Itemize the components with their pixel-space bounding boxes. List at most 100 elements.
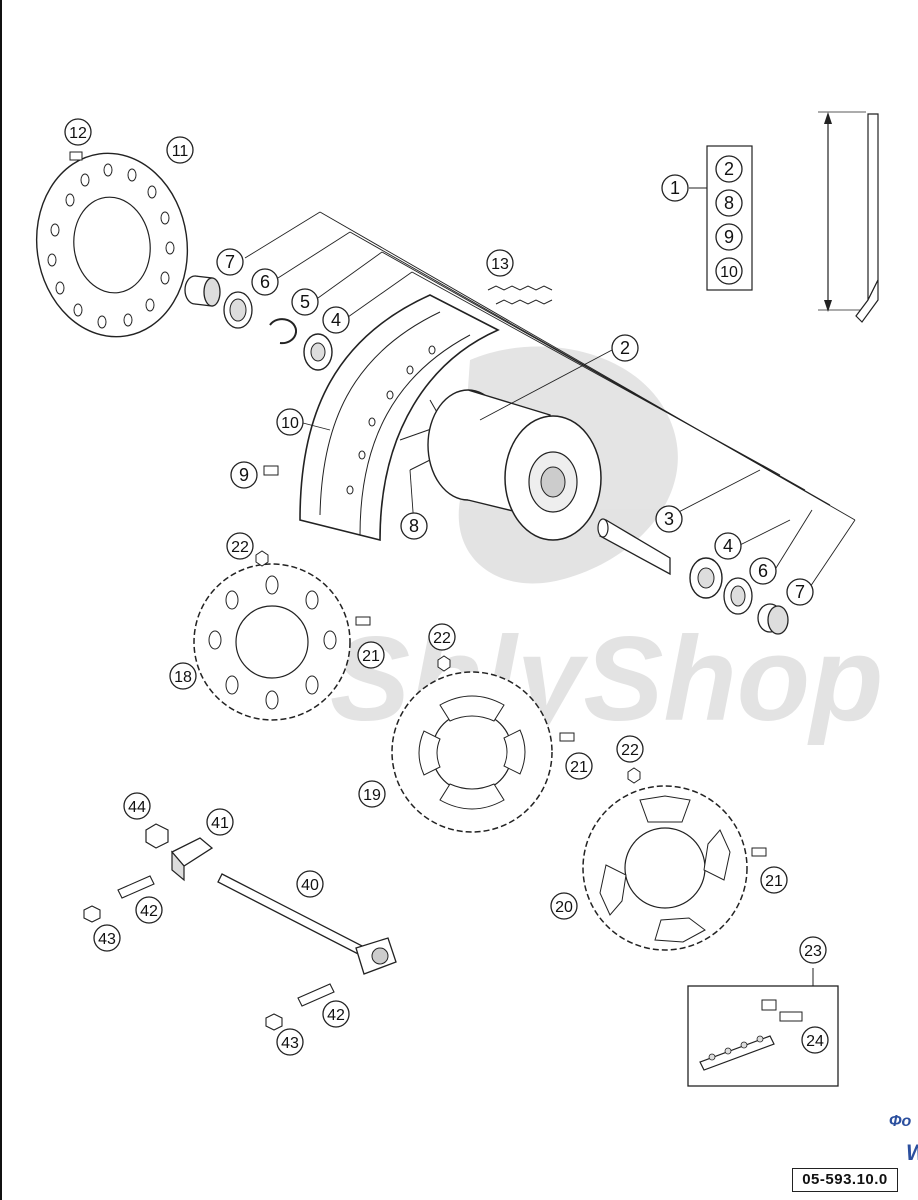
callout-number: 2 [620,338,630,358]
left-seal-ring [223,291,253,329]
assembly-item-9: 9 [715,223,743,251]
assembly-item-number: 2 [724,159,734,179]
callout-number: 22 [621,742,639,759]
callout-c22b: 22 [428,623,456,651]
callout-number: 23 [804,943,822,960]
callout-c43a: 43 [93,924,121,952]
brake-disc [35,152,189,338]
callout-c12: 12 [64,118,92,146]
assembly-group-box: 2 8 9 10 [689,145,753,291]
spoke-dimension [818,111,879,323]
callout-number: 7 [225,252,235,272]
callout-number: 18 [174,669,192,686]
callout-c19: 19 [358,780,386,808]
callout-number: 5 [300,292,310,312]
callout-c23: 23 [799,936,827,964]
callout-c7b: 7 [786,578,814,606]
callout-c22a: 22 [226,532,254,560]
leader-lines [244,211,856,591]
callout-c42b: 42 [322,1000,350,1028]
callout-number: 21 [765,873,783,890]
wheel-rim-section [299,294,500,542]
callout-number: 13 [491,256,509,273]
corner-text-line2: W [906,1140,918,1166]
callout-c13: 13 [486,249,514,277]
assembly-item-10: 10 [715,257,743,285]
callout-number: 40 [301,877,319,894]
callout-number: 21 [570,759,588,776]
callout-number: 41 [211,815,229,832]
disc-bolt [69,151,83,161]
callout-c1: 1 [661,174,689,202]
callout-number: 4 [723,536,733,556]
callout-c20: 20 [550,892,578,920]
callout-c4a: 4 [322,306,350,334]
sprocket-bolts [255,550,767,857]
callout-c8: 8 [400,512,428,540]
corner-text-line1: Фо [889,1113,912,1130]
lock-nut-lower [265,1013,283,1031]
lock-nut-upper [83,905,101,923]
callout-number: 43 [281,1035,299,1052]
callout-c24: 24 [801,1026,829,1054]
left-bearing [303,333,333,371]
callout-c41: 41 [206,808,234,836]
callout-c43b: 43 [276,1028,304,1056]
callout-c10: 10 [276,408,304,436]
left-border-line [0,0,2,1200]
callout-number: 12 [69,125,87,142]
callout-number: 21 [362,648,380,665]
callout-number: 42 [327,1007,345,1024]
reference-code: 05-593.10.0 [792,1168,898,1192]
callout-number: 42 [140,903,158,920]
assembly-item-number: 8 [724,193,734,213]
rear-axle [217,873,397,975]
right-seal-ring [723,577,753,615]
callout-number: 20 [555,899,573,916]
callout-number: 6 [758,561,768,581]
callout-c22c: 22 [616,735,644,763]
callout-number: 6 [260,272,270,292]
callout-number: 43 [98,931,116,948]
wheel-hub [427,389,602,541]
callout-c42a: 42 [135,896,163,924]
callout-number: 4 [331,310,341,330]
axle-sleeve [597,518,671,576]
circlip [269,318,298,345]
sprocket-large [582,785,748,951]
left-spacer [184,275,221,307]
callout-c40: 40 [296,870,324,898]
callout-number: 22 [433,630,451,647]
right-spacer [757,603,789,635]
callout-number: 19 [363,787,381,804]
spoke-nipple [263,465,279,476]
callout-number: 10 [281,415,299,432]
assembly-item-2: 2 [715,155,743,183]
callout-c21a: 21 [357,641,385,669]
callout-number: 9 [239,465,249,485]
callout-number: 7 [795,582,805,602]
assembly-item-number: 9 [724,227,734,247]
callout-c11: 11 [166,136,194,164]
callout-number: 11 [172,143,189,160]
callout-c4b: 4 [714,532,742,560]
callout-c6b: 6 [749,557,777,585]
assembly-item-8: 8 [715,189,743,217]
callout-c18: 18 [169,662,197,690]
assembly-item-number: 10 [720,264,738,281]
callout-c9: 9 [230,461,258,489]
callout-number: 1 [670,178,680,198]
chain-adjuster-block [170,837,214,882]
callout-c3: 3 [655,505,683,533]
callout-c7a: 7 [216,248,244,276]
callout-number: 22 [231,539,249,556]
callout-c5: 5 [291,288,319,316]
callout-c6a: 6 [251,268,279,296]
adjuster-screw-upper [117,875,155,899]
callout-c21c: 21 [760,866,788,894]
adjuster-screw-lower [297,983,335,1007]
rim-tape [487,285,553,305]
